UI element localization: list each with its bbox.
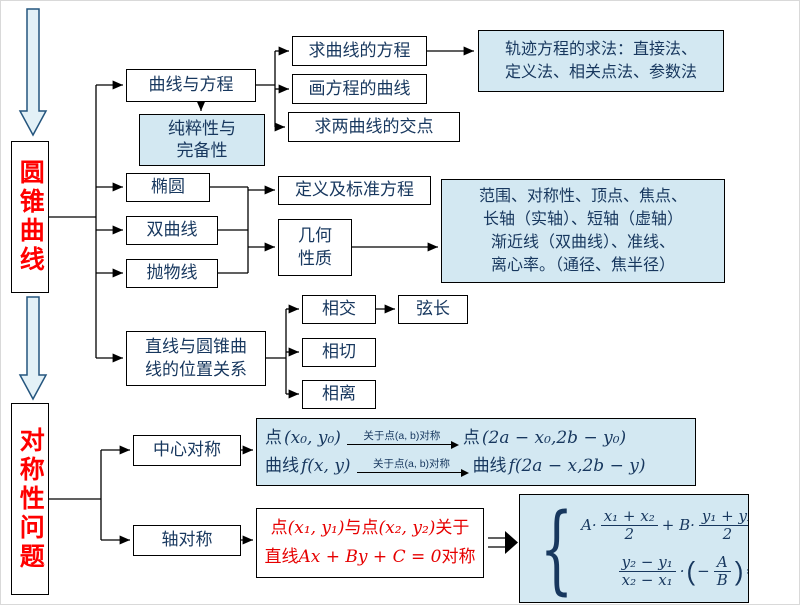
node-geometric-properties: 几何 性质 xyxy=(278,219,352,276)
box-center-symmetry-formulas: 点(x₀, y₀) 关于点(a, b)对称 点(2a − x₀,2b − y₀)… xyxy=(256,418,696,486)
point-coords: (x₀, y₀) xyxy=(284,427,341,448)
text-run: 直线 xyxy=(264,547,299,566)
math-run: = −1 xyxy=(745,562,748,582)
left-brace: { xyxy=(539,494,574,603)
text-run: 关于 xyxy=(435,518,470,538)
math-run: · xyxy=(679,561,685,580)
node-hyperbola: 双曲线 xyxy=(126,216,218,245)
note-property-list: 范围、对称性、顶点、焦点、 长轴（实轴）、短轴（虚轴） 渐近线（双曲线）、准线、… xyxy=(441,179,725,283)
right-arrow-icon: 关于点(a, b)对称 xyxy=(346,430,459,449)
arrow-caption: 关于点(a, b)对称 xyxy=(363,430,441,443)
label-point: 点 xyxy=(265,427,282,447)
text-run: 对称 xyxy=(441,547,476,566)
node-conic-curves: 圆锥曲线 xyxy=(11,141,49,293)
node-purity-completeness: 纯粹性与 完备性 xyxy=(139,114,265,166)
node-chord-length: 弦长 xyxy=(398,295,468,324)
down-arrow-middle-icon xyxy=(18,296,48,401)
equation-midpoint: A· x₁ + x₂2 + B· y₁ + y₂2 + C = 0 xyxy=(581,507,748,544)
node-tangent: 相切 xyxy=(302,338,376,367)
curve-image-function: f(2a − x,2b − y) xyxy=(508,456,646,476)
node-find-curve-equation: 求曲线的方程 xyxy=(292,36,427,66)
node-center-symmetry: 中心对称 xyxy=(133,435,241,466)
label-curve: 曲线 xyxy=(472,456,507,475)
node-find-intersections: 求两曲线的交点 xyxy=(288,112,460,142)
note-trajectory-methods: 轨迹方程的求法：直接法、 定义法、相关点法、参数法 xyxy=(478,30,724,92)
node-definition-standard-equation: 定义及标准方程 xyxy=(278,176,431,205)
point-image-coords: (2a − x₀,2b − y₀) xyxy=(481,427,627,448)
node-parabola: 抛物线 xyxy=(126,259,218,288)
math-run: − xyxy=(697,561,710,580)
double-arrow-head-icon xyxy=(505,531,518,554)
math-run: Ax + By + C = 0 xyxy=(298,547,442,567)
right-arrow-icon: 关于点(a, b)对称 xyxy=(356,458,469,477)
math-run: + B· xyxy=(661,516,695,534)
node-line-conic-position: 直线与圆锥曲 线的位置关系 xyxy=(126,331,266,386)
open-paren: ( xyxy=(686,556,696,587)
equation-column: A· x₁ + x₂2 + B· y₁ + y₂2 + C = 0 y₂ − y… xyxy=(581,507,748,590)
text-run: 点 xyxy=(270,518,288,538)
math-run: (x₁, y₁) xyxy=(287,518,345,539)
label-point: 点 xyxy=(462,427,480,447)
node-draw-curve-of-equation: 画方程的曲线 xyxy=(292,74,427,104)
node-curve-and-equation: 曲线与方程 xyxy=(126,69,256,102)
node-symmetry-problems: 对称性问题 xyxy=(11,403,49,595)
text-run: 与点 xyxy=(344,518,379,538)
arrow-caption: 关于点(a, b)对称 xyxy=(373,458,451,471)
node-axis-symmetry: 轴对称 xyxy=(133,525,241,556)
condition-line-1: 点(x₁, y₁)与点(x₂, y₂)关于 xyxy=(271,514,470,543)
node-separate: 相离 xyxy=(302,380,376,409)
down-arrow-top-icon xyxy=(18,8,48,137)
math-run: (x₂, y₂) xyxy=(378,518,436,539)
center-symmetry-row-point: 点(x₀, y₀) 关于点(a, b)对称 点(2a − x₀,2b − y₀) xyxy=(265,427,626,449)
node-ellipse: 椭圆 xyxy=(126,173,210,202)
close-paren: ) xyxy=(734,556,744,587)
box-axis-symmetry-equations: { A· x₁ + x₂2 + B· y₁ + y₂2 + C = 0 y₂ −… xyxy=(519,494,749,603)
math-run: A· xyxy=(581,516,597,534)
curve-function: f(x, y) xyxy=(301,456,351,476)
label-curve: 曲线 xyxy=(265,456,299,475)
node-intersect: 相交 xyxy=(302,295,376,324)
